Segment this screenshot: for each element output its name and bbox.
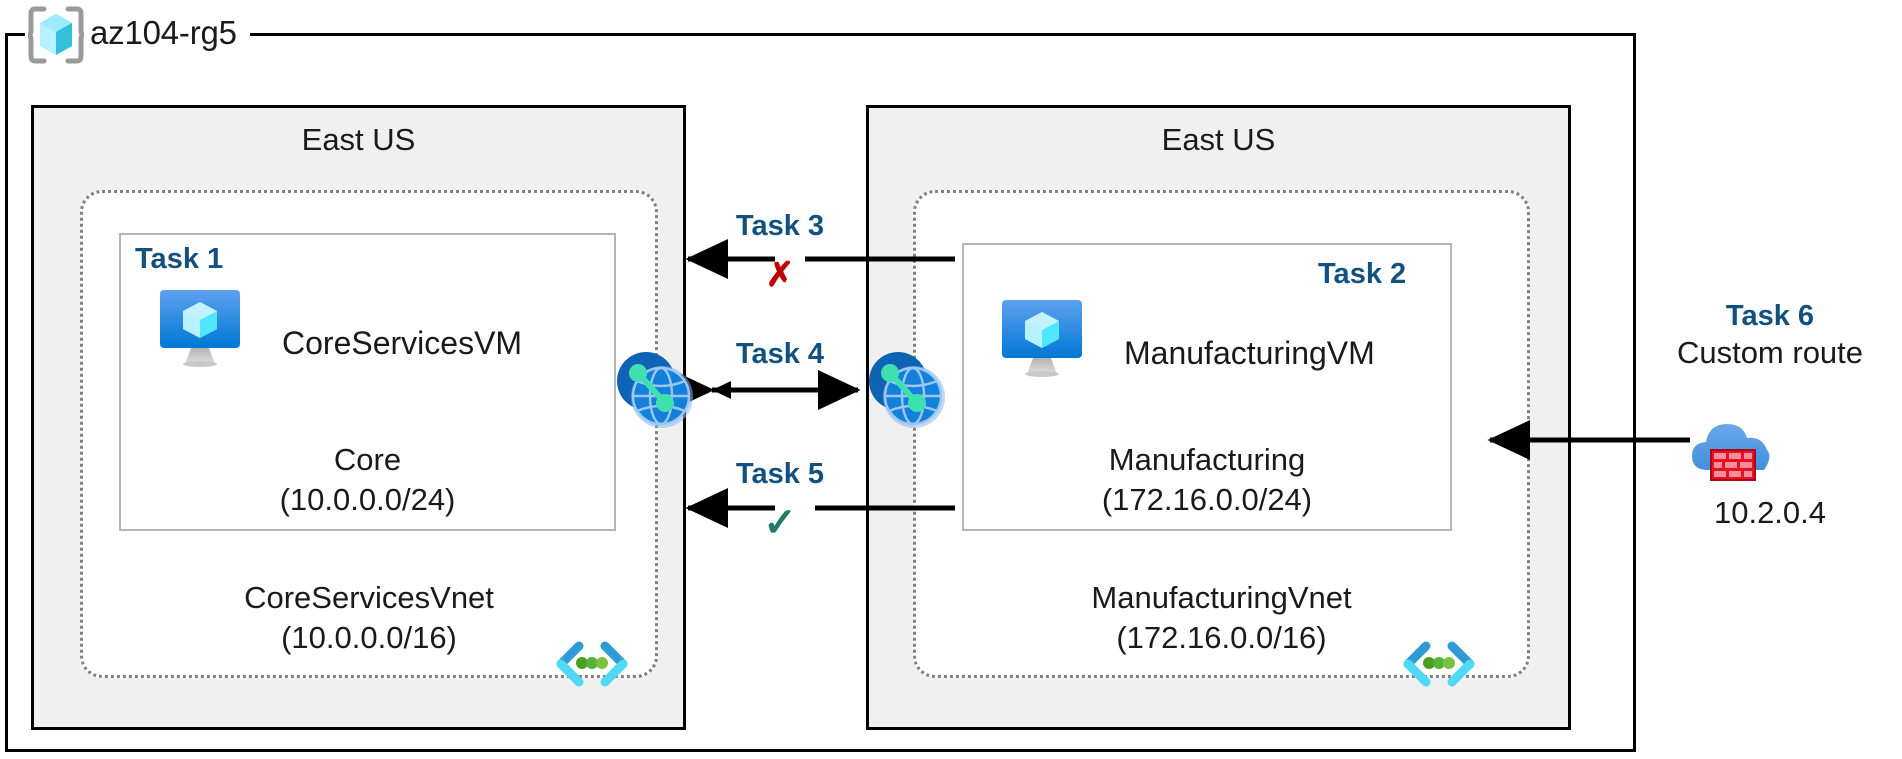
resource-group-cube-icon: [27, 6, 85, 64]
azure-firewall-icon: [1688, 412, 1776, 490]
region-label-right: East US: [1161, 122, 1276, 157]
task-label-6: Task 6: [1725, 300, 1815, 332]
resource-group-frame-bottom: [5, 749, 1636, 752]
vm-name-manufacturingvm: ManufacturingVM: [1124, 335, 1375, 371]
vnet-peering-icon-left: [612, 347, 696, 431]
vnet-peering-icon-right: [864, 347, 948, 431]
subnet-name-manufacturing: Manufacturing (172.16.0.0/24): [962, 440, 1452, 519]
subnet-name-text: Manufacturing: [1108, 442, 1306, 477]
resource-group-name: az104-rg5: [90, 14, 237, 51]
vnet-name-text: ManufacturingVnet: [1091, 580, 1352, 615]
virtual-machine-icon-manufacturingvm: [1000, 298, 1084, 383]
region-label-left: East US: [301, 122, 416, 157]
subnet-icon-right: [1400, 638, 1478, 690]
task-label-2: Task 2: [1318, 258, 1407, 290]
resource-group-frame-left: [5, 33, 8, 752]
subnet-box-manufacturing: [962, 243, 1452, 531]
subnet-box-core: [119, 233, 616, 531]
custom-route-description: Custom route: [1676, 335, 1864, 370]
vnet-name-manufacturingvnet: ManufacturingVnet (172.16.0.0/16): [913, 578, 1530, 657]
resource-group-frame-top-left: [5, 33, 25, 36]
subnet-name-text: Core: [333, 442, 402, 477]
task-label-5: Task 5: [735, 458, 825, 490]
subnet-cidr-text: (172.16.0.0/24): [1101, 481, 1313, 517]
resource-group-frame-top-right: [250, 33, 1636, 36]
vnet-name-coreservicesvnet: CoreServicesVnet (10.0.0.0/16): [80, 578, 658, 657]
allowed-mark-icon: ✓: [763, 501, 797, 545]
subnet-cidr-text: (10.0.0.0/24): [279, 481, 456, 517]
custom-route-block: Task 6 Custom route: [1640, 300, 1900, 371]
blocked-mark-icon: ✗: [765, 256, 795, 294]
vnet-cidr-text: (172.16.0.0/16): [1116, 619, 1327, 655]
vm-name-coreservicesvm: CoreServicesVM: [282, 325, 523, 361]
task-label-4: Task 4: [735, 338, 825, 370]
task-label-1: Task 1: [135, 243, 224, 275]
resource-group-frame-right: [1633, 33, 1636, 752]
custom-route-next-hop-ip: 10.2.0.4: [1713, 495, 1827, 530]
vnet-name-text: CoreServicesVnet: [244, 580, 494, 615]
vnet-cidr-text: (10.0.0.0/16): [281, 619, 457, 655]
subnet-icon-left: [553, 638, 631, 690]
task-label-3: Task 3: [735, 210, 825, 242]
virtual-machine-icon-coreservicesvm: [158, 288, 242, 373]
subnet-name-core: Core (10.0.0.0/24): [119, 440, 616, 519]
